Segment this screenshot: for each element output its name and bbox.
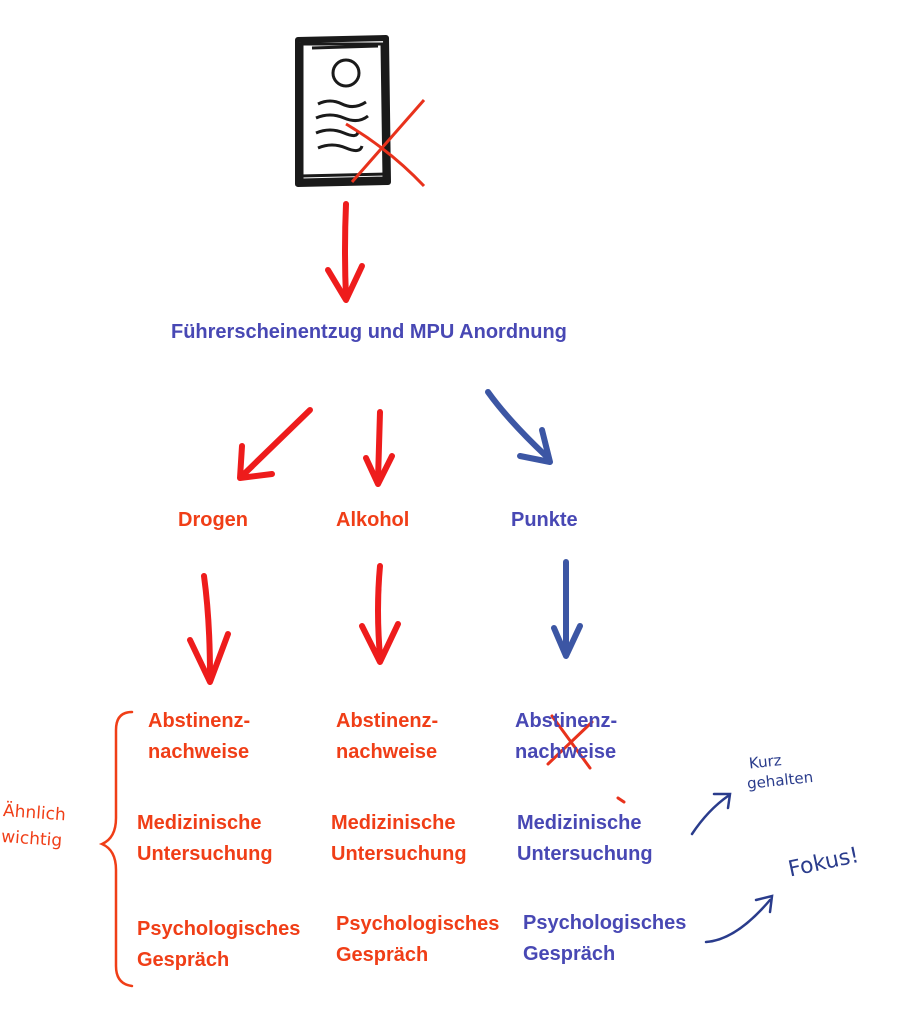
- item-line: Gespräch: [137, 949, 230, 971]
- item-line: Untersuchung: [331, 843, 467, 865]
- crossed-out-mark: [546, 714, 626, 804]
- item-line: Psychologisches: [336, 913, 500, 935]
- column-header-punkte: Punkte: [511, 509, 578, 531]
- item-line: nachweise: [515, 741, 617, 763]
- item-line: Gespräch: [336, 944, 429, 966]
- item-line: nachweise: [336, 741, 438, 763]
- arrow-punkte-down: [551, 559, 583, 659]
- item-line: Medizinische: [517, 812, 642, 834]
- note-kept-short: Kurz gehalten: [744, 747, 814, 794]
- arrow-to-alkohol: [363, 409, 395, 487]
- item-line: Abstinenz-: [515, 710, 618, 732]
- item-line: Psychologisches: [137, 918, 301, 940]
- note-similar-importance: Ähnlich wichtig: [0, 798, 67, 854]
- arrow-to-short-note: [690, 792, 732, 836]
- drogen-item-abstinenz: Abstinenz- nachweise: [148, 706, 250, 768]
- drogen-item-psychologisch: Psychologisches Gespräch: [137, 914, 300, 976]
- punkte-item-abstinenz-crossed: Abstinenz- nachweise: [515, 706, 617, 768]
- arrow-to-punkte: [485, 389, 553, 465]
- item-line: Abstinenz-: [336, 710, 439, 732]
- arrow-alkohol-down: [359, 563, 401, 665]
- alkohol-item-medizinisch: Medizinische Untersuchung: [331, 808, 467, 870]
- top-label: Führerscheinentzug und MPU Anordnung: [171, 321, 567, 343]
- punkte-item-medizinisch: Medizinische Untersuchung: [517, 808, 653, 870]
- arrow-to-drogen: [237, 407, 313, 481]
- alkohol-item-psychologisch: Psychologisches Gespräch: [336, 909, 499, 971]
- driving-license-crossed-icon: [295, 35, 426, 188]
- note-line: wichtig: [0, 826, 63, 852]
- item-line: Psychologisches: [523, 912, 687, 934]
- item-line: Medizinische: [137, 812, 262, 834]
- item-line: nachweise: [148, 741, 250, 763]
- arrow-to-focus-note: [704, 894, 774, 944]
- drogen-item-medizinisch: Medizinische Untersuchung: [137, 808, 273, 870]
- punkte-item-psychologisch: Psychologisches Gespräch: [523, 908, 686, 970]
- column-header-drogen: Drogen: [178, 509, 248, 531]
- alkohol-item-abstinenz: Abstinenz- nachweise: [336, 706, 438, 768]
- item-line: Medizinische: [331, 812, 456, 834]
- item-line: Gespräch: [523, 943, 616, 965]
- arrow-drogen-down: [187, 573, 231, 685]
- item-line: Untersuchung: [517, 843, 653, 865]
- item-line: Untersuchung: [137, 843, 273, 865]
- arrow-card-to-top: [325, 201, 365, 303]
- item-line: Abstinenz-: [148, 710, 251, 732]
- column-header-alkohol: Alkohol: [336, 509, 410, 531]
- grouping-brace: [98, 710, 134, 988]
